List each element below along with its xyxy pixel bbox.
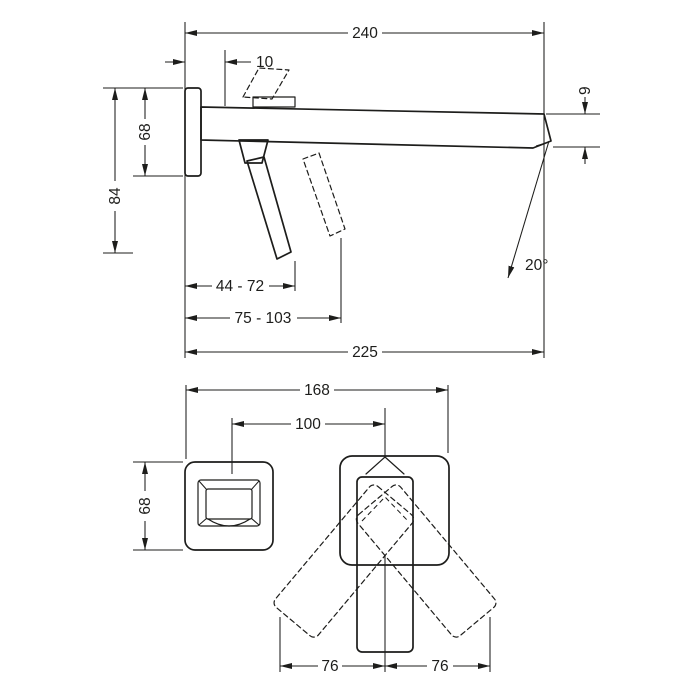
dim-label-68-front: 68 <box>137 497 154 514</box>
dim-10: 10 <box>165 54 274 71</box>
dim-68-front: 68 <box>137 462 154 550</box>
dim-84: 84 <box>107 88 124 253</box>
outlet-detail-line <box>535 141 550 147</box>
dim-label-168: 168 <box>304 382 330 399</box>
handle-up-dashed <box>242 67 290 100</box>
wall-plate-side <box>184 87 202 177</box>
dim-label-76-right: 76 <box>431 658 448 675</box>
escutcheon-spout-plate <box>184 461 274 551</box>
dim-label-84: 84 <box>107 187 124 205</box>
aperture-bevel <box>198 517 208 526</box>
side-view: 240 10 68 84 9 20° <box>103 22 600 361</box>
spout-top-detail <box>252 96 296 108</box>
spout-front-curve <box>207 518 251 527</box>
dim-100: 100 <box>232 416 385 433</box>
spout-body <box>200 106 552 149</box>
dim-label-76-left: 76 <box>321 658 338 675</box>
dim-label-75-103: 75 - 103 <box>235 310 292 327</box>
handle-front <box>356 476 414 653</box>
handle-lever-solid <box>246 156 292 260</box>
handle-pivot-dashed <box>361 496 409 522</box>
dim-44-72: 44 - 72 <box>185 278 295 295</box>
dim-label-68-side: 68 <box>137 123 154 140</box>
dim-label-44-72: 44 - 72 <box>216 278 264 295</box>
aperture-bevel <box>198 480 208 491</box>
handle-top-chevron <box>365 456 405 475</box>
dim-68-side: 68 <box>137 88 154 176</box>
dim-168: 168 <box>186 382 448 399</box>
dim-225: 225 <box>185 344 544 361</box>
front-view: 168 100 68 76 76 <box>133 382 497 675</box>
escutcheon-handle-plate <box>339 455 450 566</box>
handle-lever-dashed <box>302 152 346 237</box>
handle-mount <box>238 139 269 164</box>
dim-9: 9 <box>577 86 594 164</box>
handle-swing-outline <box>355 484 497 638</box>
handle-swing-outline <box>273 484 415 638</box>
spout-aperture-inner <box>205 488 253 520</box>
dim-label-100: 100 <box>295 416 321 433</box>
dim-75-103: 75 - 103 <box>185 310 341 327</box>
handle-swing-dashed-right <box>355 484 497 638</box>
aperture-bevel <box>250 517 260 526</box>
dim-label-20deg: 20° <box>525 257 548 274</box>
handle-swing-dashed-left <box>273 484 415 638</box>
aperture-bevel <box>250 480 260 491</box>
spray-direction-line <box>507 140 550 279</box>
dim-label-225: 225 <box>352 344 378 361</box>
dim-76-right: 76 <box>385 658 490 675</box>
dim-label-240: 240 <box>352 25 378 42</box>
dim-label-9: 9 <box>577 86 594 95</box>
dim-label-10: 10 <box>256 54 274 71</box>
dim-20deg: 20° <box>507 140 550 279</box>
dim-240: 240 <box>185 25 544 42</box>
dim-76-left: 76 <box>280 658 385 675</box>
